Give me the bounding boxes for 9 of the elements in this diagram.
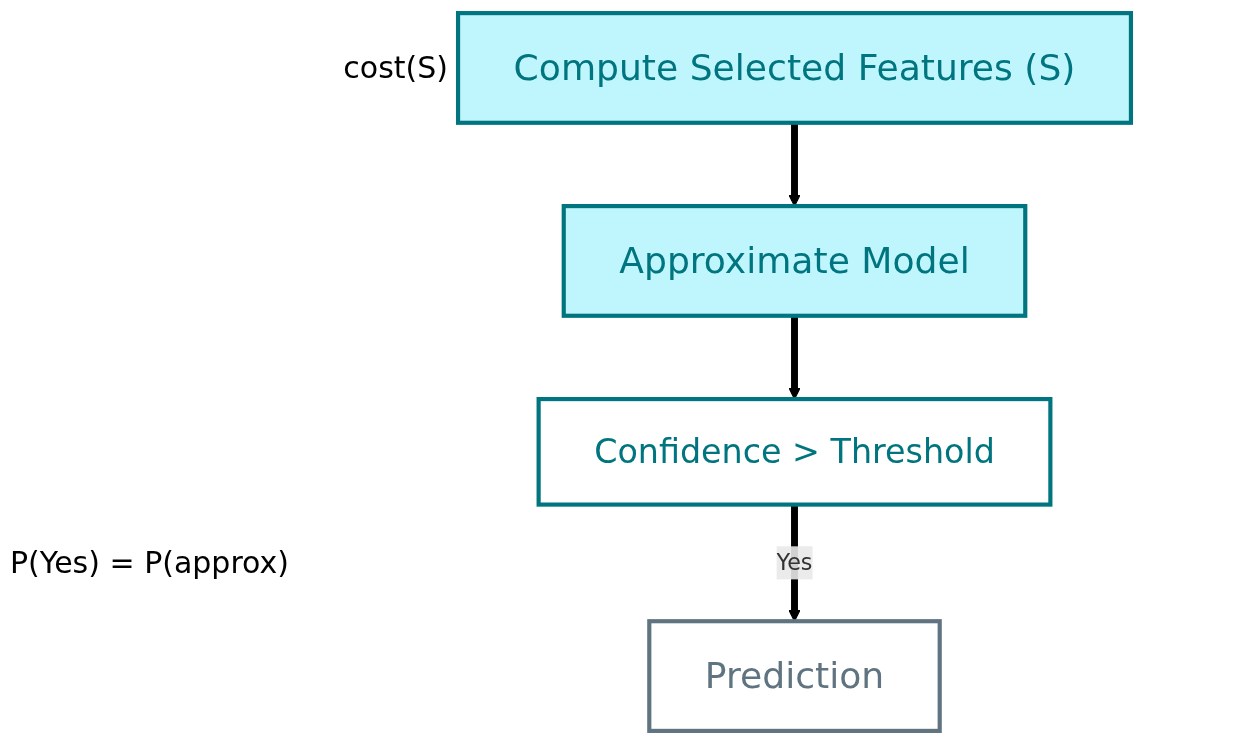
annotation-text: cost(S) [343,49,449,85]
arrow [788,315,801,400]
node-box: Compute Selected Features (S) [455,11,1134,125]
node-box: Prediction [647,619,942,733]
edge-label: Yes [776,549,813,576]
node-box: Confidence > Threshold [536,397,1053,507]
node-box: Approximate Model [561,204,1028,318]
annotation-text: P(Yes) = P(approx) [10,544,289,580]
arrow [788,122,801,207]
